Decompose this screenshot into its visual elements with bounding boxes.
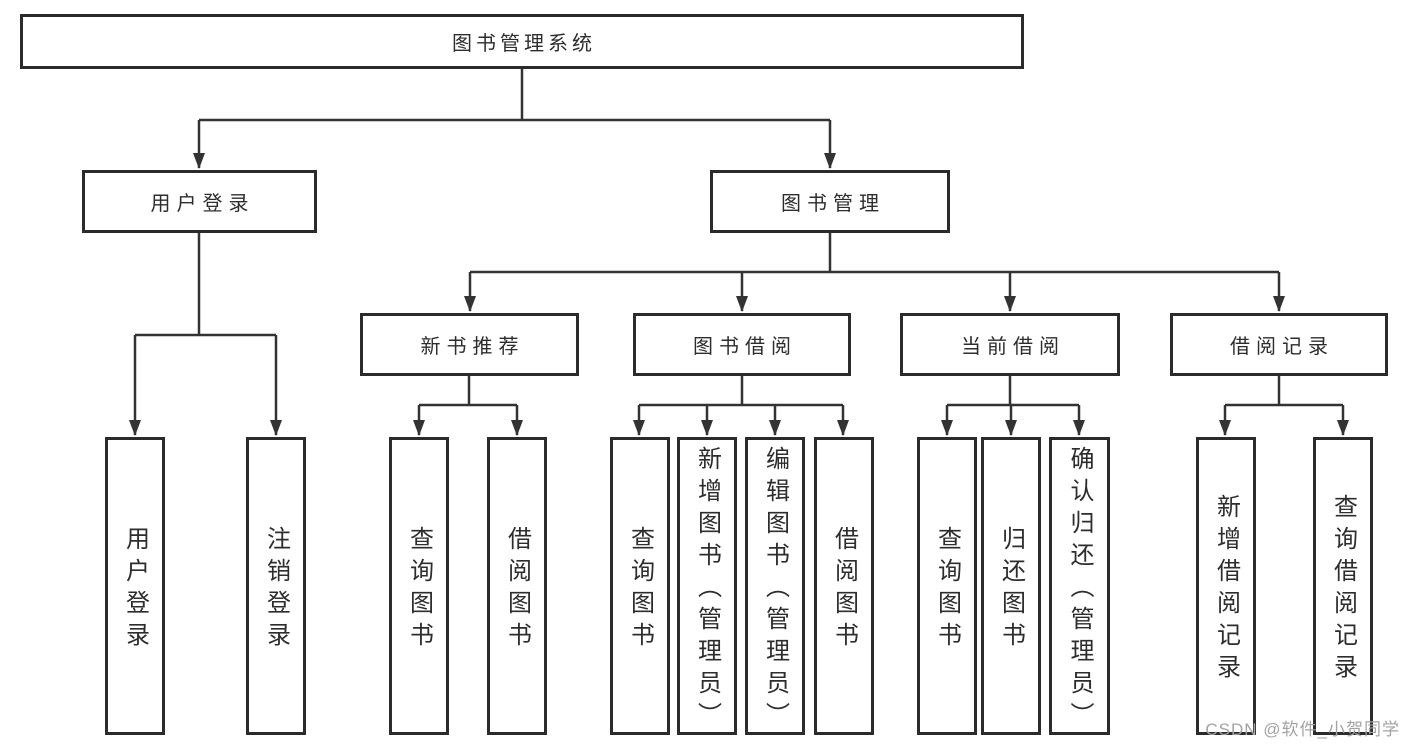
node-label: 查询图书: [626, 526, 654, 654]
branch-line: [947, 376, 1079, 407]
node-library-management-system: 图书管理系统: [20, 14, 1024, 69]
leaf-logout: 注销登录: [246, 437, 306, 735]
node-label: 查询图书: [933, 526, 961, 654]
node-label: 查询借阅记录: [1329, 494, 1357, 686]
node-label: 借阅记录: [1230, 336, 1334, 358]
leaf-query-books: 查询图书: [917, 437, 977, 735]
connector-user-login-children: [129, 233, 282, 436]
branch-line: [419, 376, 517, 407]
node-label: 查询图书: [405, 526, 433, 654]
node-label: 借阅图书: [830, 526, 858, 654]
connector-current-borrow-children: [941, 376, 1085, 436]
node-book-borrowing: 图书借阅: [633, 313, 851, 376]
node-label: 新书推荐: [420, 336, 525, 358]
leaf-query-borrow-record: 查询借阅记录: [1313, 437, 1373, 735]
branch-line: [470, 233, 1279, 274]
connector-book-borrow-children: [633, 376, 849, 436]
node-label: 归还图书: [997, 526, 1025, 654]
node-label: 用户登录: [150, 193, 255, 215]
node-label: 借阅图书: [503, 526, 531, 654]
node-label: 图书管理: [781, 193, 885, 215]
leaf-borrow-books: 借阅图书: [814, 437, 874, 735]
leaf-query-books: 查询图书: [389, 437, 449, 735]
leaf-return-books: 归还图书: [981, 437, 1041, 735]
branch-line: [639, 376, 843, 407]
leaf-add-books-admin: 新增图书（管理员）: [677, 437, 737, 735]
branch-line: [1225, 376, 1343, 407]
connector-root-to-level2: [193, 69, 836, 169]
node-current-borrowing: 当前借阅: [900, 313, 1120, 376]
connector-borrow-record-children: [1219, 376, 1349, 436]
node-new-book-recommendation: 新书推荐: [360, 313, 579, 376]
node-label: 图书管理系统: [452, 33, 596, 55]
node-label: 注销登录: [262, 526, 290, 654]
branch-line: [135, 233, 276, 337]
node-borrowing-records: 借阅记录: [1170, 313, 1388, 376]
leaf-borrow-books: 借阅图书: [487, 437, 547, 735]
leaf-confirm-return-admin: 确认归还（管理员）: [1049, 437, 1110, 735]
node-label: 当前借阅: [961, 336, 1065, 358]
leaf-edit-books-admin: 编辑图书（管理员）: [745, 437, 805, 735]
leaf-user-login: 用户登录: [105, 437, 165, 735]
node-label: 新增借阅记录: [1212, 494, 1240, 686]
connector-book-management-children: [464, 233, 1285, 312]
node-label: 图书借阅: [693, 336, 797, 358]
node-label: 确认归还（管理员）: [1066, 446, 1093, 734]
node-label: 编辑图书（管理员）: [761, 446, 789, 734]
csdn-watermark: CSDN @软件_小贺同学: [1205, 720, 1400, 739]
branch-line: [199, 69, 830, 122]
connector-new-book-rec-children: [413, 376, 523, 436]
leaf-query-books: 查询图书: [610, 437, 670, 735]
leaf-add-borrow-record: 新增借阅记录: [1196, 437, 1256, 735]
node-label: 用户登录: [121, 526, 149, 654]
node-book-management: 图书管理: [710, 170, 950, 233]
node-label: 新增图书（管理员）: [693, 446, 721, 734]
node-user-login: 用户登录: [82, 170, 317, 233]
